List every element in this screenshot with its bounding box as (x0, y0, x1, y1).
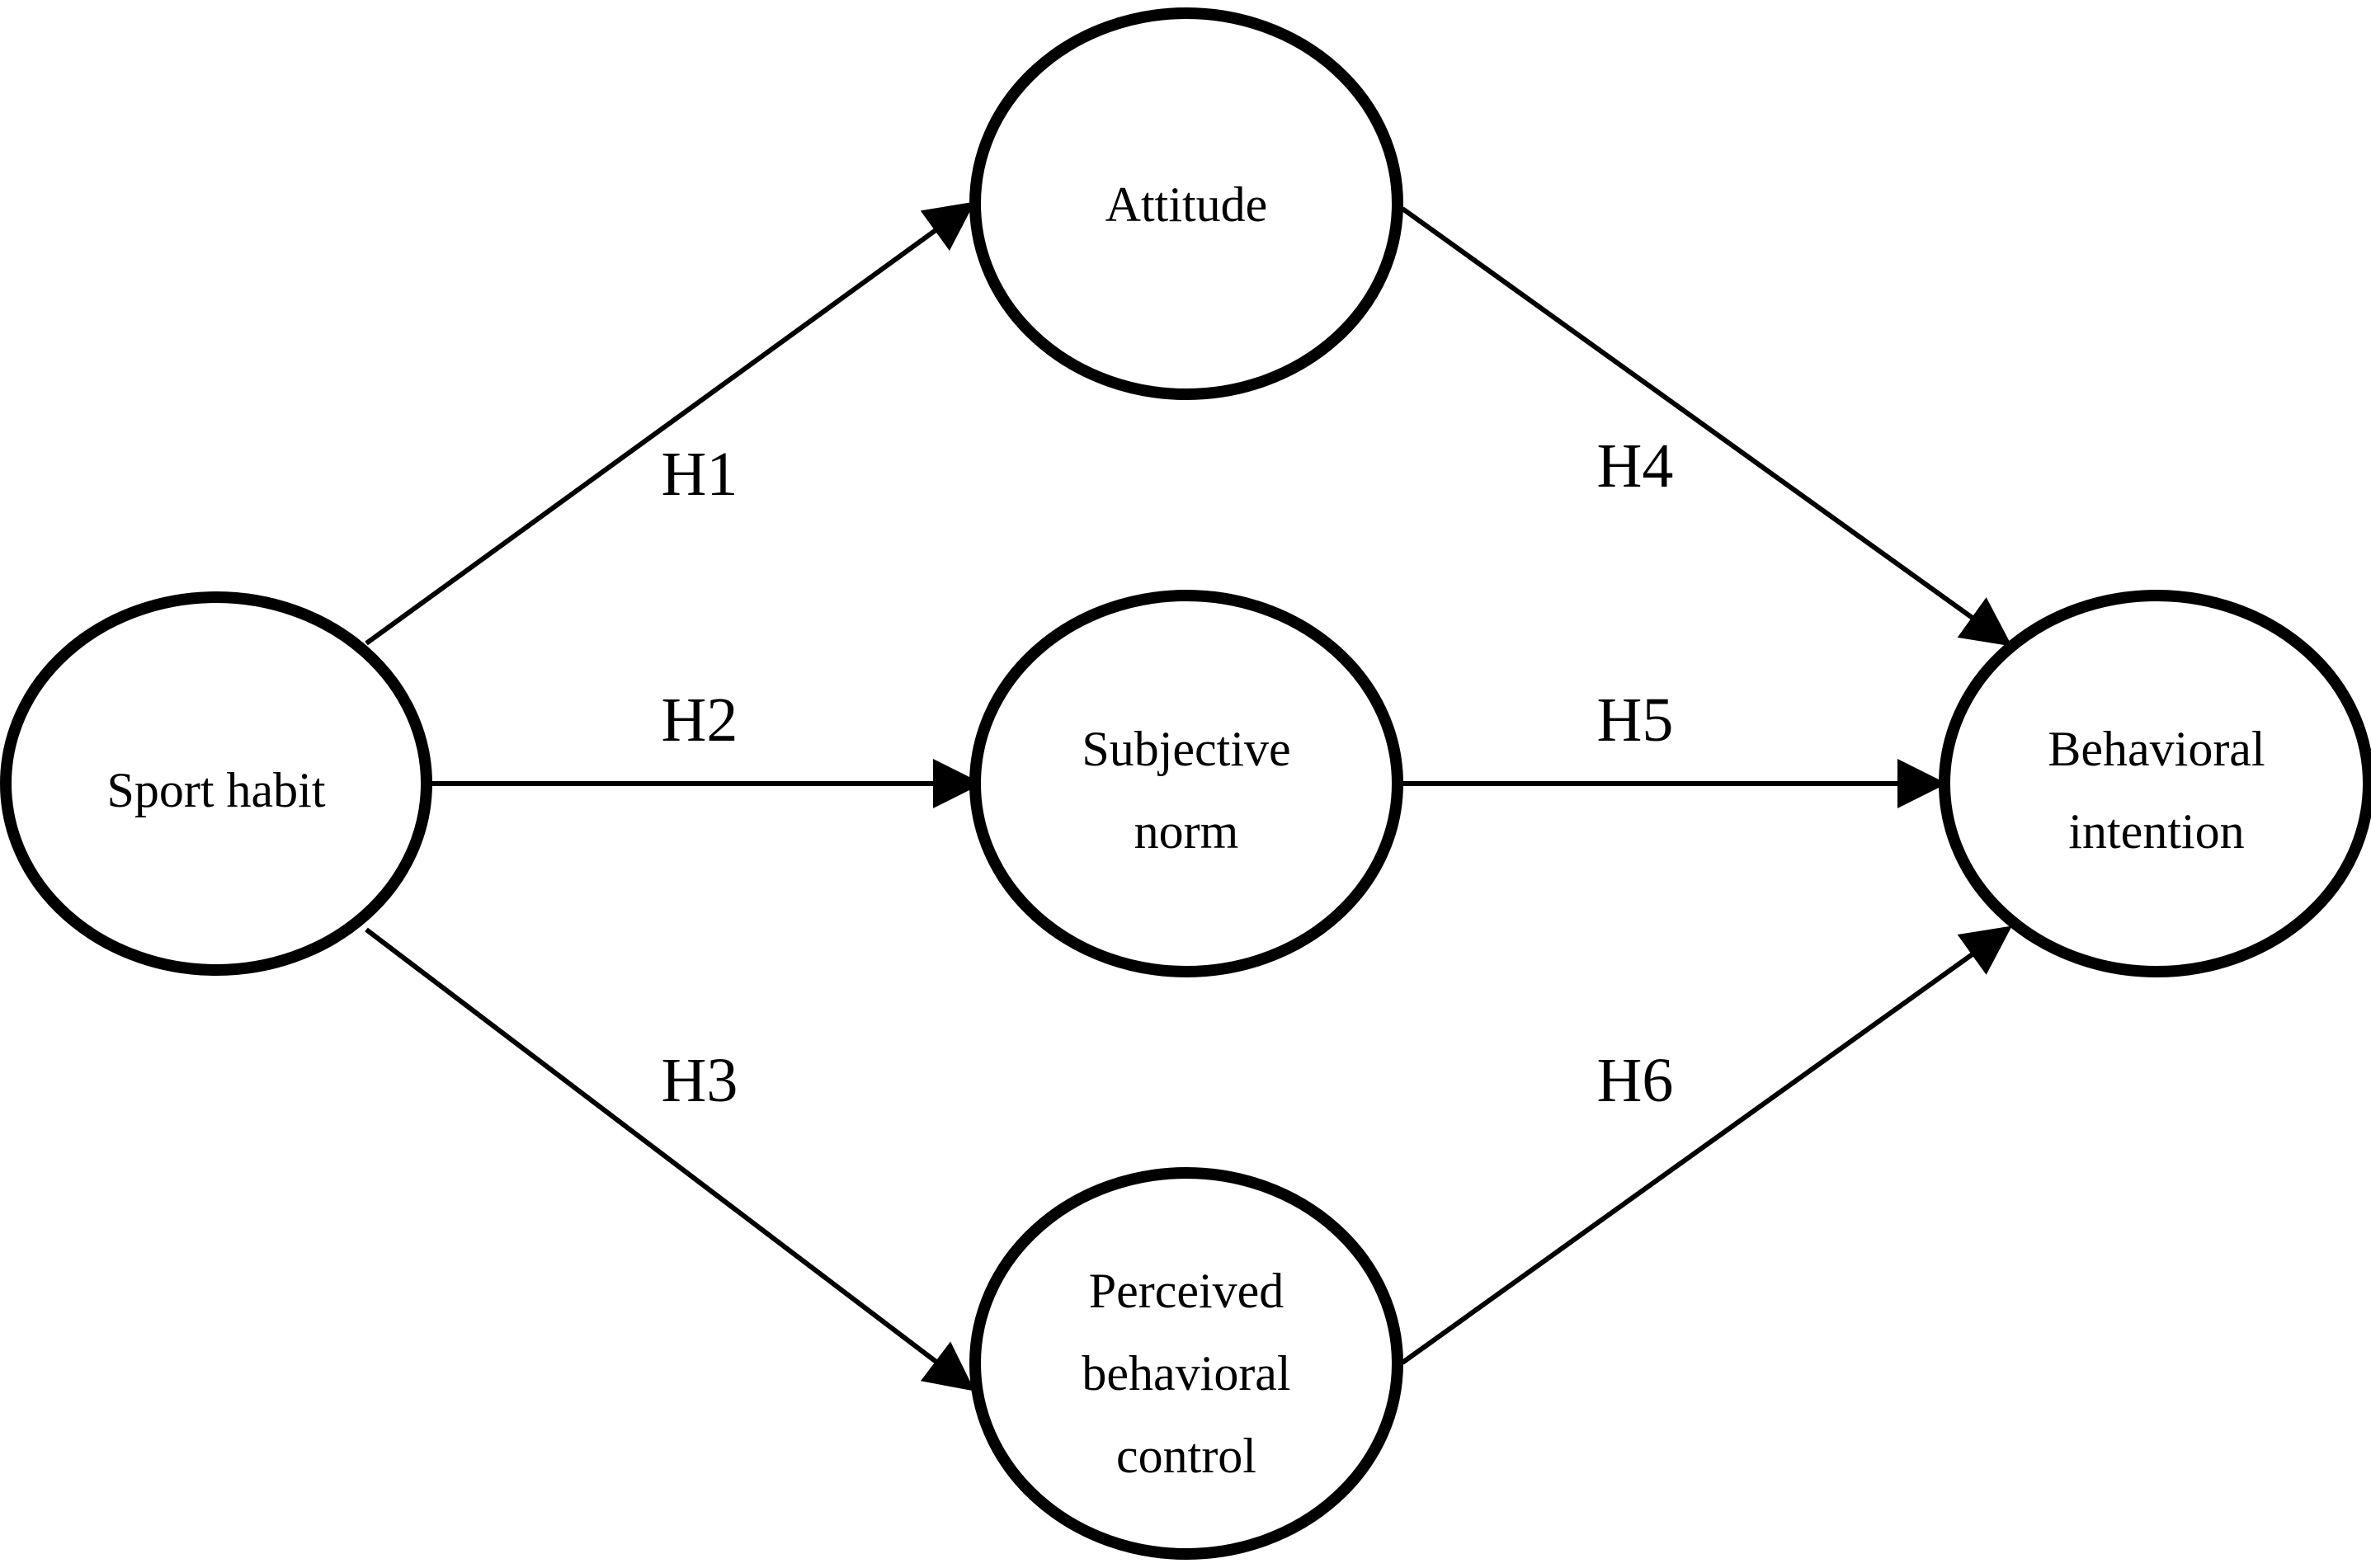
node-subjective-norm-label-line2: norm (1134, 804, 1239, 859)
edge-label-h3: H3 (662, 1046, 738, 1115)
edge-h3-arrow (365, 927, 975, 1391)
node-subjective-norm-label-line1: Subjective (1082, 722, 1290, 776)
node-behavioral-intention-label-line1: Behavioral (2048, 722, 2265, 776)
node-sport-habit-circle (0, 591, 432, 976)
edge-h6-arrow (1401, 925, 2012, 1365)
node-perceived-behavioral-control-label-line1: Perceived (1089, 1264, 1284, 1318)
edge-labels: H1 H2 H3 H4 H5 H6 (662, 431, 1674, 1115)
edge-label-h6: H6 (1597, 1046, 1674, 1115)
node-subjective-norm-circle (969, 590, 1403, 977)
node-behavioral-intention: Behavioral intention (1939, 590, 2371, 977)
node-attitude: Attitude (969, 7, 1403, 400)
edge-label-h1: H1 (662, 440, 738, 509)
node-attitude-circle (969, 7, 1403, 400)
node-subjective-norm: Subjective norm (969, 590, 1403, 977)
node-behavioral-intention-circle (1939, 590, 2371, 977)
edge-h1-arrow (365, 201, 975, 646)
node-sport-habit-label: Sport habit (107, 763, 326, 817)
edge-label-h2: H2 (662, 685, 738, 755)
node-perceived-behavioral-control-label-line3: control (1116, 1429, 1256, 1483)
edge-label-h5: H5 (1597, 685, 1674, 755)
edges (365, 201, 2012, 1391)
node-sport-habit: Sport habit (0, 591, 432, 976)
node-perceived-behavioral-control-circle (969, 1167, 1403, 1560)
edge-label-h4: H4 (1597, 431, 1674, 501)
node-perceived-behavioral-control-label-line2: behavioral (1082, 1346, 1290, 1401)
node-behavioral-intention-label-line2: intention (2068, 804, 2244, 859)
node-attitude-label: Attitude (1105, 177, 1268, 232)
edge-h4-arrow (1401, 206, 2012, 647)
node-perceived-behavioral-control: Perceived behavioral control (969, 1167, 1403, 1560)
